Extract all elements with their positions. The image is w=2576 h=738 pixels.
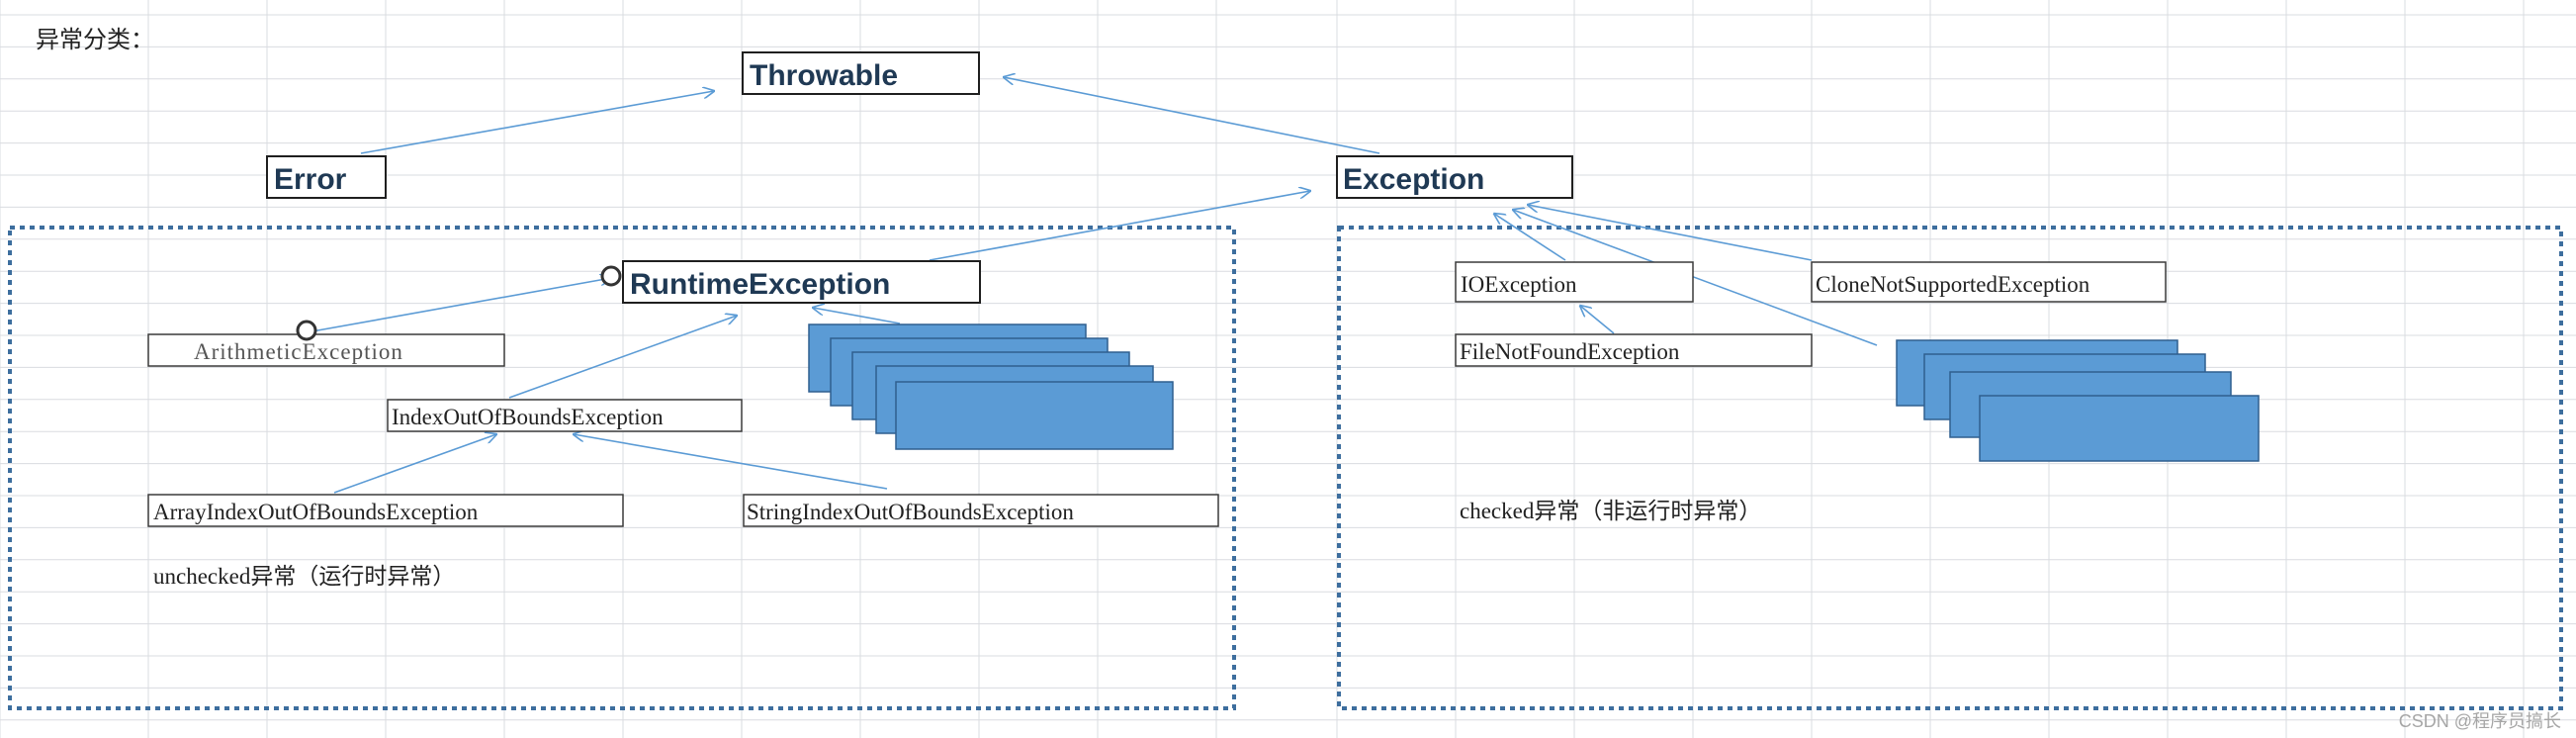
watermark: CSDN @程序员搞长 (2399, 711, 2561, 731)
throwable-box (742, 51, 980, 95)
arrow-exception-to-throwable (1004, 77, 1380, 154)
arithmetic-exception-box (147, 333, 505, 367)
array-index-out-of-bounds-box (147, 494, 624, 527)
unchecked-group-frame (8, 226, 1236, 710)
card-placeholder (1979, 395, 2260, 462)
array-index-out-of-bounds-label: ArrayIndexOutOfBoundsException (153, 500, 479, 524)
string-index-out-of-bounds-label: StringIndexOutOfBoundsException (747, 500, 1074, 524)
io-exception-label: IOException (1461, 272, 1577, 297)
arrow-runtime-to-exception (929, 191, 1310, 261)
file-not-found-box (1455, 333, 1813, 367)
exception-box (1336, 155, 1573, 199)
arrow-filenotfound-to-ioexception (1580, 306, 1615, 334)
arrow-arrayindex-to-indexoutofbounds (333, 434, 496, 494)
arithmetic-exception-label: ArithmeticException (194, 339, 403, 364)
error-box (266, 155, 387, 199)
arrow-stringindex-to-indexoutofbounds (574, 434, 888, 490)
checked-note: checked异常（非运行时异常） (1460, 499, 1761, 523)
arrow-error-to-throwable (360, 91, 714, 154)
exception-label: Exception (1343, 163, 1484, 196)
runtime-exception-label: RuntimeException (630, 268, 890, 301)
string-index-out-of-bounds-box (743, 494, 1219, 527)
clone-not-supported-label: CloneNotSupportedException (1816, 272, 2090, 297)
card-placeholder (895, 381, 1174, 450)
clone-not-supported-box (1811, 261, 2167, 303)
index-out-of-bounds-label: IndexOutOfBoundsException (392, 405, 664, 429)
throwable-label: Throwable (750, 59, 898, 92)
arrow-indexoutofbounds-to-runtime (508, 316, 737, 399)
arrow-arithmetic-to-runtime (306, 278, 611, 333)
io-exception-box (1455, 261, 1694, 303)
arithmetic-connector-circle (296, 320, 317, 341)
error-label: Error (274, 163, 347, 196)
index-out-of-bounds-box (387, 399, 743, 432)
runtime-exception-box (622, 260, 981, 304)
arrow-ioexception-to-exception (1494, 214, 1566, 261)
checked-group-frame (1337, 226, 2563, 710)
page-title: 异常分类： (36, 27, 154, 53)
arrow-clonenotsupported-to-exception (1528, 205, 1813, 261)
exception-subclass-card-stack (1896, 339, 2260, 462)
arrow-cards-to-exception (1513, 210, 1878, 346)
file-not-found-label: FileNotFoundException (1460, 339, 1680, 364)
unchecked-note: unchecked异常（运行时异常） (153, 564, 455, 589)
runtime-connector-circle (600, 265, 622, 287)
runtime-subclass-card-stack (808, 323, 1174, 450)
arrow-cards-to-runtime (813, 308, 901, 324)
